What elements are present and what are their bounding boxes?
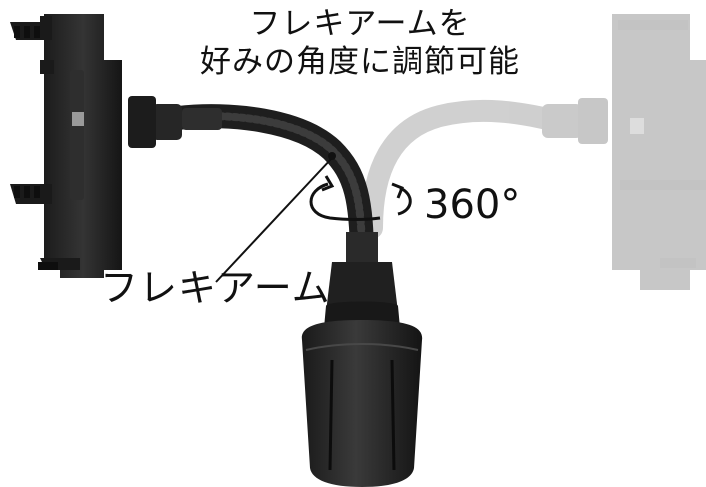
flexible-arm-label: フレキアーム — [100, 266, 331, 310]
arm-callout — [215, 152, 336, 283]
rotation-angle-label: 360° — [424, 182, 521, 228]
ball-joint — [128, 96, 222, 148]
ghost-phone-holder — [361, 14, 706, 290]
phone-holder-clamp — [10, 14, 122, 278]
rotation-arrow-icon — [309, 175, 412, 221]
caption-line-2: 好みの角度に調節可能 — [200, 44, 520, 80]
caption-line-1: フレキアームを — [249, 6, 471, 42]
cup-holder-base — [301, 262, 423, 487]
flexible-arm — [166, 104, 384, 284]
